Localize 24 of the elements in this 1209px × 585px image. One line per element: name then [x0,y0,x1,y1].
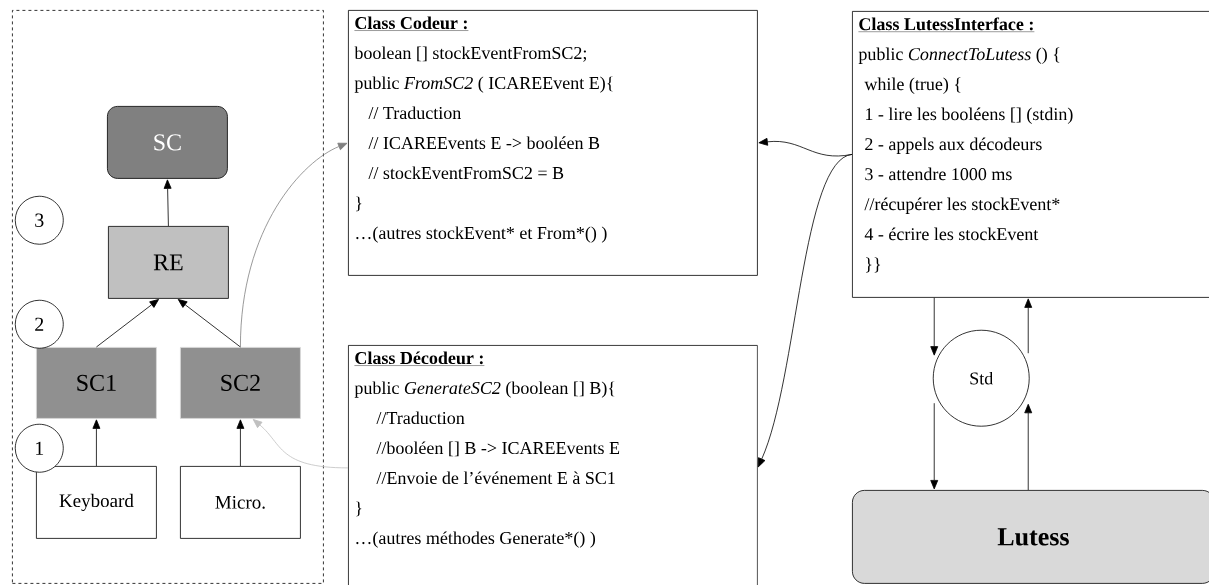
arrow [163,179,172,227]
class-box: Class Décodeur : public GenerateSC2 (boolean [] B){ //Traduction //booléen [] B -> ICAREEvents E //Envoie de l’événement E à SC1 } …(autres méthodes Generate*() ) [348,345,758,585]
arrow [252,419,349,469]
arrow [236,419,245,467]
component-box: SC2 [180,347,301,419]
group-frame [12,10,324,584]
arrow [92,419,101,467]
class-box: Class LutessInterface : public ConnectToLutess () { while (true) { 1 - lire les booléens [] (stdin) 2 - appels aux décodeurs 3 - attendre 1000 ms //récupérer les stockEvent* 4 - écrire les stockEvent }} [852,11,1209,298]
component-box: SC1 [36,347,157,419]
component-box: SC [107,106,228,179]
circle-node: Std [932,329,1030,427]
system-box: Lutess [852,490,1209,584]
arrow [930,402,939,490]
arrow [930,297,939,356]
device-box: Keyboard [36,466,157,539]
arrow [1024,403,1033,491]
arrow [96,299,159,348]
arrow [177,299,241,348]
component-box: RE [108,226,229,299]
device-box: Micro. [180,466,301,539]
class-box: Class Codeur : boolean [] stockEventFromSC2; public FromSC2 ( ICAREEvent E){ // Traduction // ICAREEvents E -> booléen B // stockEventFromSC2 = B } …(autres stockEvent* et From*() ) [348,10,758,276]
arrow [1024,298,1033,354]
arrow [757,154,853,468]
arrow [240,142,348,348]
